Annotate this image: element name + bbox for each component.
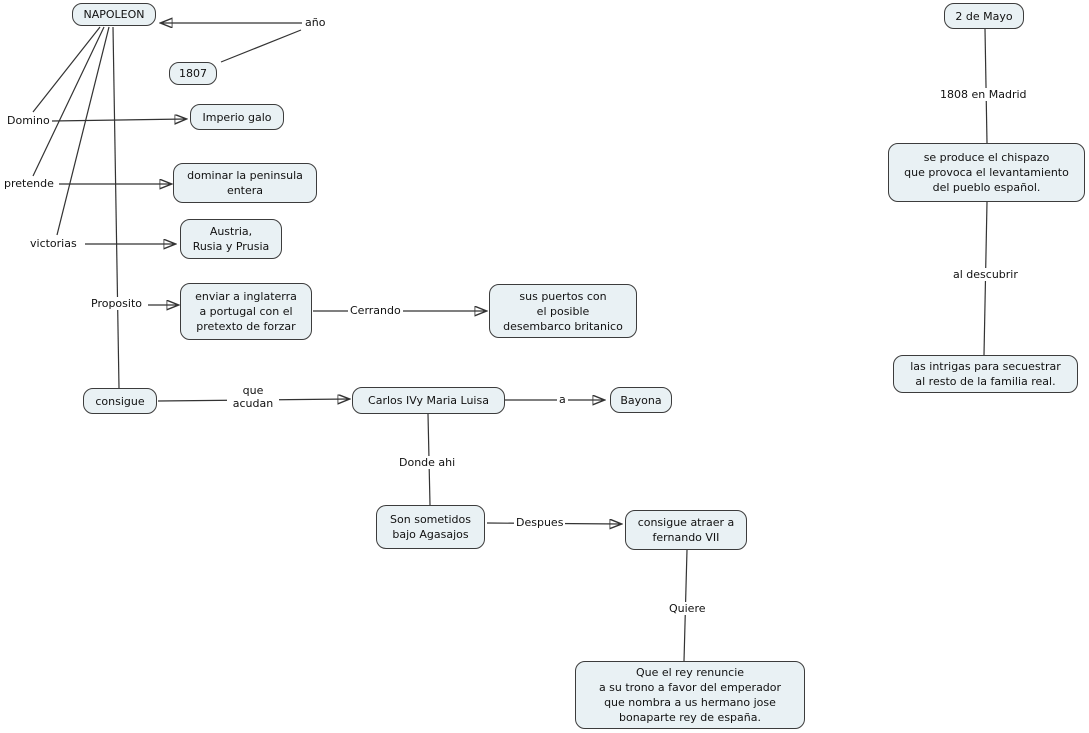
node-napoleon[interactable]: NAPOLEON (72, 3, 156, 26)
node-consigue[interactable]: consigue (83, 388, 157, 414)
node-carlos-maria-luisa[interactable]: Carlos IVy Maria Luisa (352, 387, 505, 414)
edge-label-domino[interactable]: Domino (5, 114, 52, 127)
node-rey-renuncie[interactable]: Que el rey renuncie a su trono a favor d… (575, 661, 805, 729)
edge-label-proposito[interactable]: Proposito (89, 297, 144, 310)
edge-label-ano[interactable]: año (303, 16, 328, 29)
node-enviar-inglaterra[interactable]: enviar a inglaterra a portugal con el pr… (180, 283, 312, 340)
edge-label-al-descubrir[interactable]: al descubrir (951, 268, 1020, 281)
node-atraer-fernando[interactable]: consigue atraer a fernando VII (625, 510, 747, 550)
node-sus-puertos[interactable]: sus puertos con el posible desembarco br… (489, 284, 637, 338)
node-chispazo[interactable]: se produce el chispazo que provoca el le… (888, 143, 1085, 202)
node-austria-rusia-prusia[interactable]: Austria, Rusia y Prusia (180, 219, 282, 259)
node-intrigas[interactable]: las intrigas para secuestrar al resto de… (893, 355, 1078, 393)
edge-napoleon-pretende (32, 26, 105, 177)
edge-label-quiere[interactable]: Quiere (667, 602, 708, 615)
node-2-de-mayo[interactable]: 2 de Mayo (944, 3, 1024, 29)
edge-domino-imperio-arrow (51, 119, 186, 121)
edge-label-que-acudan[interactable]: que acudan (227, 384, 279, 410)
edge-label-a[interactable]: a (557, 393, 568, 406)
edge-label-cerrando[interactable]: Cerrando (348, 304, 403, 317)
edge-mayo-chispazo (984, 28, 988, 144)
edge-label-despues[interactable]: Despues (514, 516, 566, 529)
edge-napoleon-consigue (112, 26, 120, 389)
node-imperio-galo[interactable]: Imperio galo (190, 104, 284, 130)
node-bayona[interactable]: Bayona (610, 387, 672, 413)
node-son-sometidos[interactable]: Son sometidos bajo Agasajos (376, 505, 485, 549)
edge-label-donde-ahi[interactable]: Donde ahi (397, 456, 458, 469)
edge-napoleon-victorias (56, 26, 110, 236)
edge-ano-1807 (220, 29, 302, 63)
edge-napoleon-domino (32, 26, 101, 113)
node-1807[interactable]: 1807 (169, 62, 217, 85)
edge-label-victorias[interactable]: victorias (28, 237, 79, 250)
edge-label-1808-madrid[interactable]: 1808 en Madrid (938, 88, 1029, 101)
edge-label-pretende[interactable]: pretende (2, 177, 56, 190)
node-dominar-peninsula[interactable]: dominar la peninsula entera (173, 163, 317, 203)
